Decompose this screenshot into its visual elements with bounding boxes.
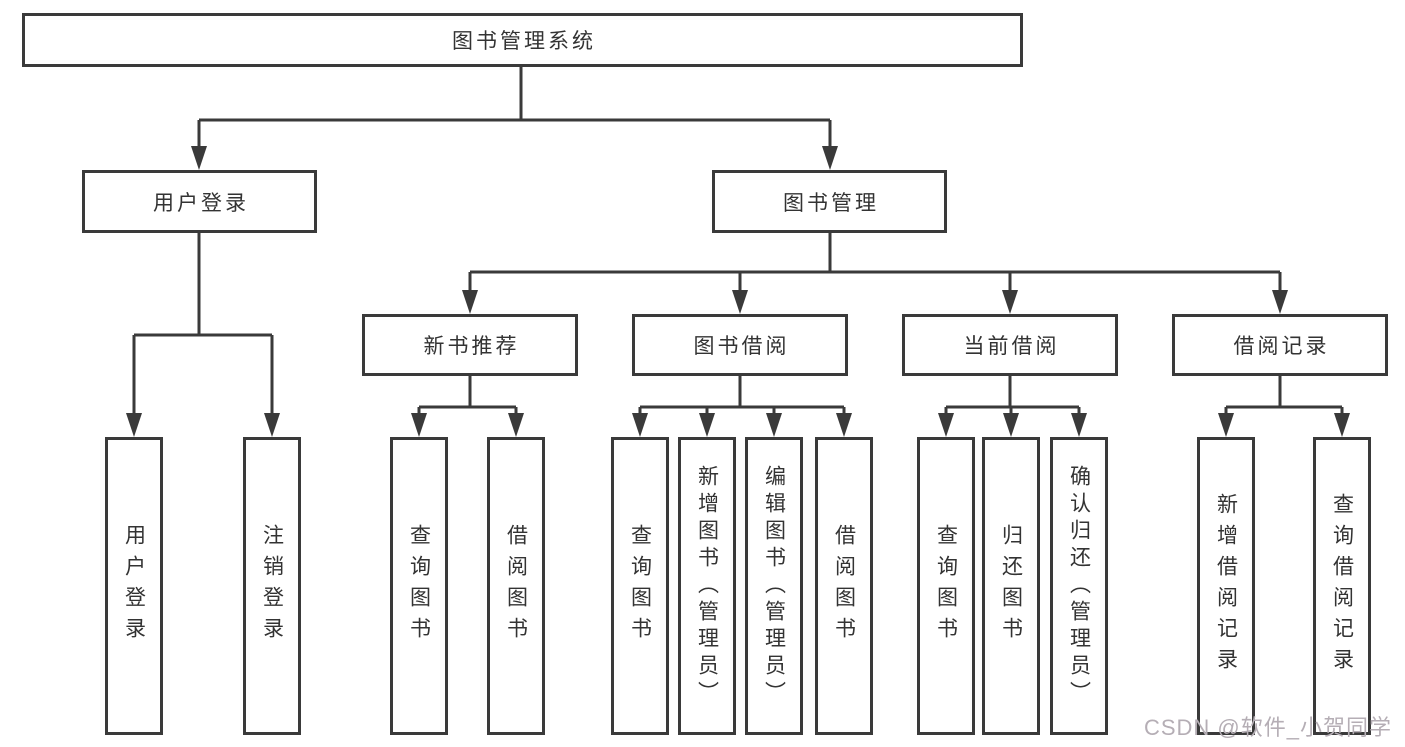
leaf-add-book-admin: 新增图书（管理员） xyxy=(678,437,736,735)
node-label: 图书借阅 xyxy=(693,335,790,358)
node-label: 新增借阅记录 xyxy=(1214,493,1238,679)
node-book-management: 图书管理 xyxy=(712,170,947,233)
arrowheads xyxy=(126,146,1350,437)
leaf-user-login: 用户登录 xyxy=(105,437,163,735)
node-current-borrow: 当前借阅 xyxy=(902,314,1118,376)
node-label: 借阅记录 xyxy=(1233,335,1330,358)
node-system-root: 图书管理系统 xyxy=(22,13,1023,67)
node-label: 用户登录 xyxy=(153,191,249,215)
node-label: 图书管理系统 xyxy=(452,30,596,53)
node-label: 查询图书 xyxy=(934,524,958,648)
leaf-add-borrow-record: 新增借阅记录 xyxy=(1197,437,1255,735)
leaf-query-books-borrow: 查询图书 xyxy=(611,437,669,735)
node-label: 查询借阅记录 xyxy=(1330,493,1354,679)
node-label: 用户登录 xyxy=(122,524,146,648)
leaf-logout: 注销登录 xyxy=(243,437,301,735)
node-label: 查询图书 xyxy=(628,524,652,648)
node-new-book-recommend: 新书推荐 xyxy=(362,314,578,376)
leaf-return-books: 归还图书 xyxy=(982,437,1040,735)
node-label: 注销登录 xyxy=(260,524,284,648)
node-label: 图书管理 xyxy=(783,191,879,215)
leaf-query-borrow-record: 查询借阅记录 xyxy=(1313,437,1371,735)
node-book-borrow: 图书借阅 xyxy=(632,314,848,376)
node-label: 借阅图书 xyxy=(504,524,528,648)
leaf-confirm-return-admin: 确认归还（管理员） xyxy=(1050,437,1108,735)
csdn-watermark: CSDN @软件_小贺同学 xyxy=(1143,715,1392,740)
node-label: 编辑图书（管理员） xyxy=(762,464,786,708)
node-user-login: 用户登录 xyxy=(82,170,317,233)
leaf-borrow-books: 借阅图书 xyxy=(815,437,873,735)
leaf-edit-book-admin: 编辑图书（管理员） xyxy=(745,437,803,735)
leaf-query-books-recommend: 查询图书 xyxy=(390,437,448,735)
connector-paths xyxy=(132,66,1344,415)
node-label: 新增图书（管理员） xyxy=(695,464,719,708)
node-label: 当前借阅 xyxy=(963,335,1060,358)
leaf-borrow-books-recommend: 借阅图书 xyxy=(487,437,545,735)
node-label: 归还图书 xyxy=(999,524,1023,648)
leaf-query-books-current: 查询图书 xyxy=(917,437,975,735)
node-borrow-records: 借阅记录 xyxy=(1172,314,1388,376)
node-label: 查询图书 xyxy=(407,524,431,648)
node-label: 确认归还（管理员） xyxy=(1067,464,1091,708)
node-label: 新书推荐 xyxy=(423,335,520,358)
node-label: 借阅图书 xyxy=(832,524,856,648)
